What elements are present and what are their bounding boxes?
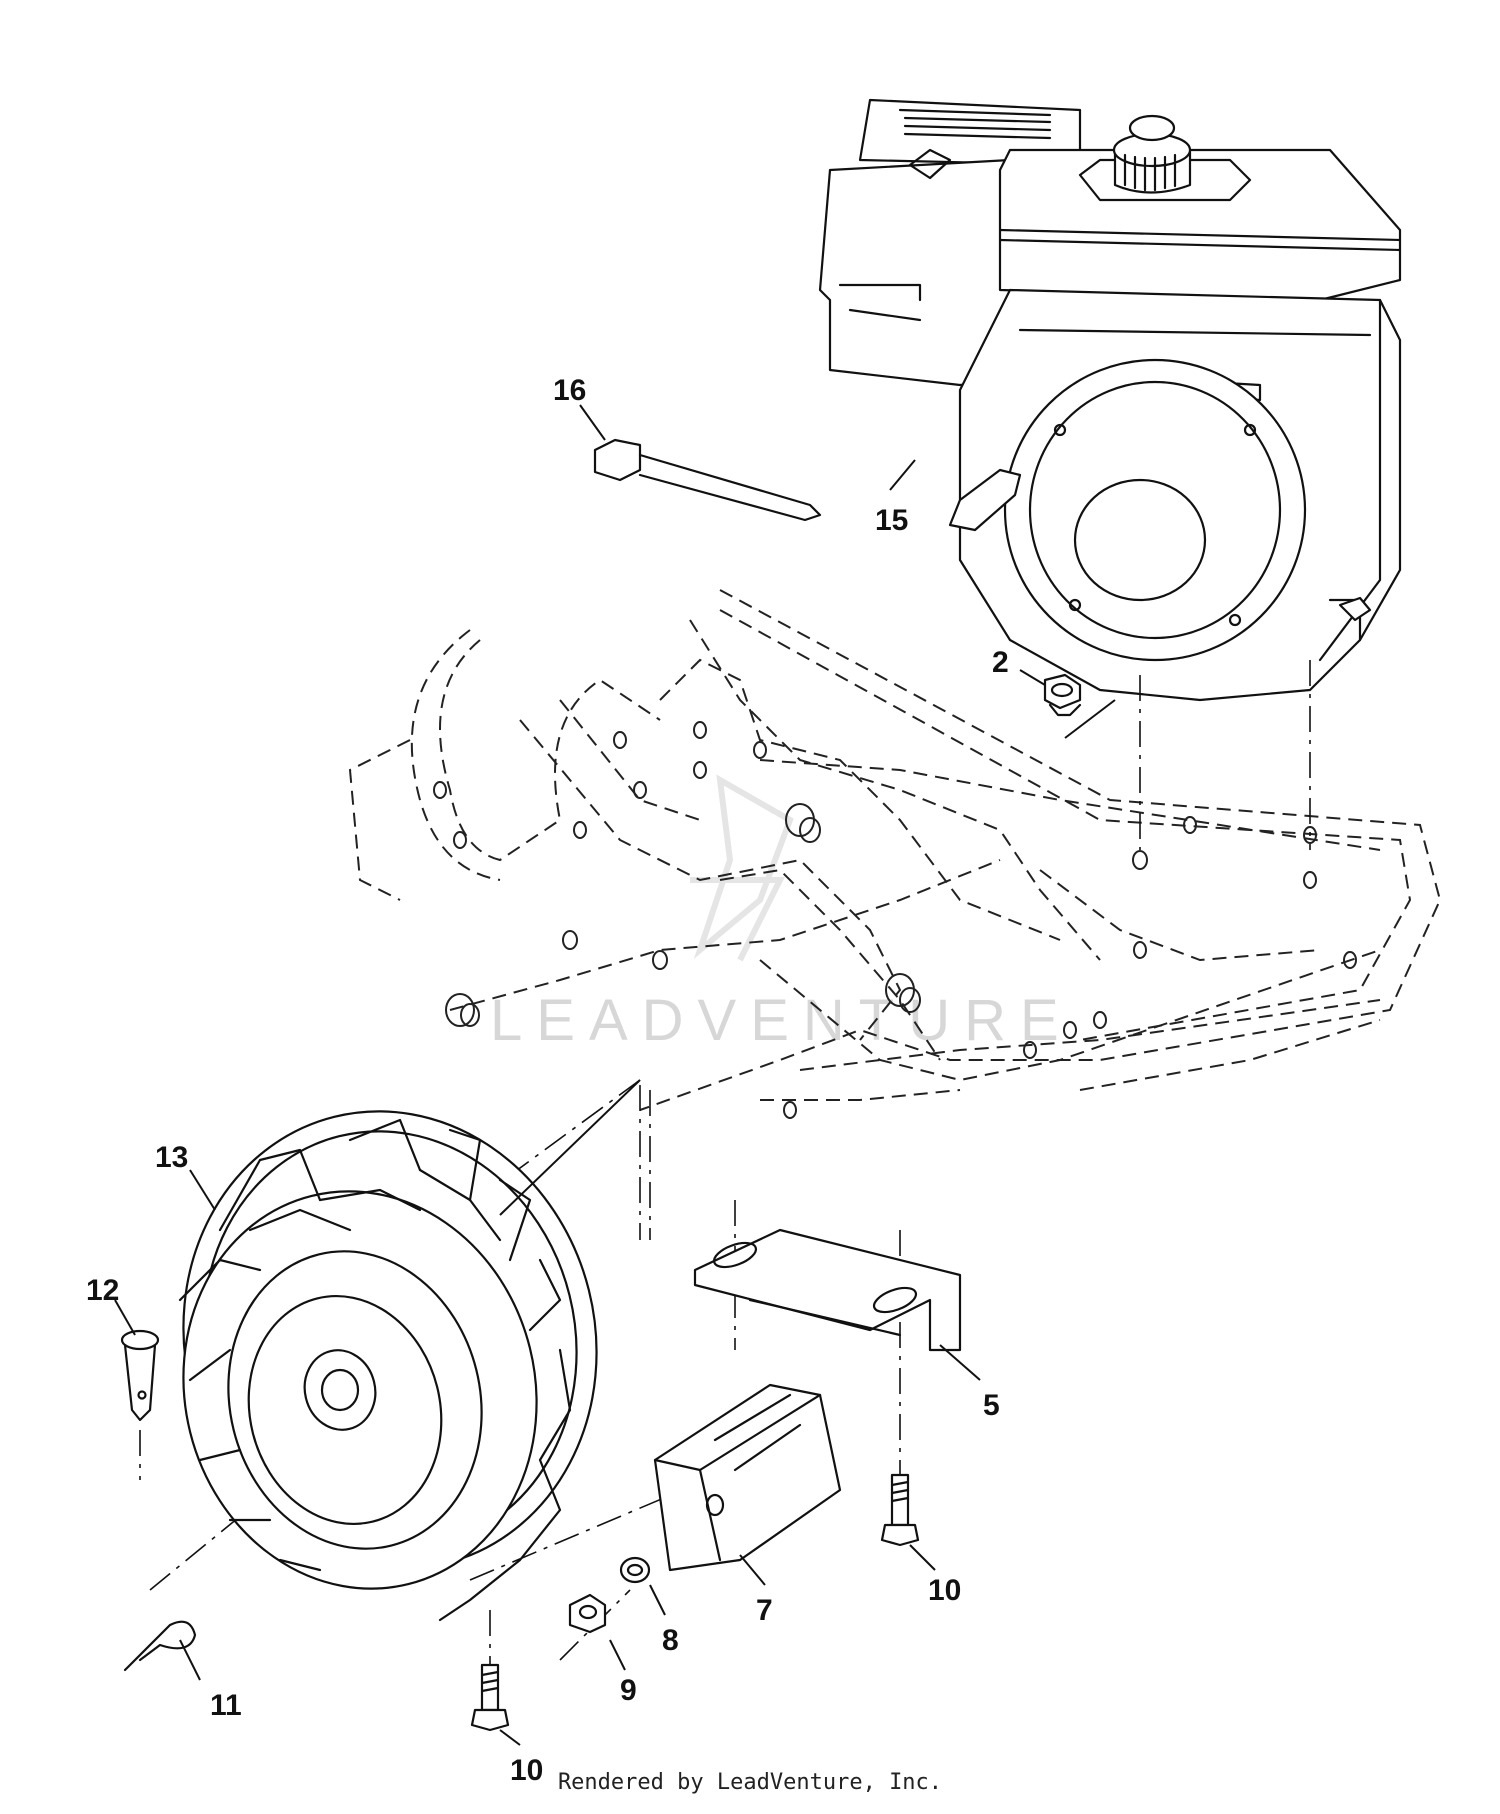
hex-bolt-part-10-left[interactable] bbox=[470, 1663, 510, 1732]
leader-5 bbox=[939, 1344, 981, 1381]
callout-9: 9 bbox=[620, 1674, 637, 1707]
leader-2b bbox=[1064, 699, 1116, 739]
footer-credit: Rendered by LeadVenture, Inc. bbox=[557, 1770, 943, 1795]
callout-2: 2 bbox=[992, 646, 1009, 679]
hairpin-clip-part-11[interactable] bbox=[123, 1620, 197, 1672]
callout-13: 13 bbox=[155, 1141, 188, 1174]
leader-7 bbox=[739, 1554, 766, 1586]
hex-nut-part-9[interactable] bbox=[568, 1593, 607, 1634]
leader-10b bbox=[499, 1729, 521, 1746]
wheel-tire-part-13[interactable] bbox=[135, 1067, 644, 1626]
callout-12: 12 bbox=[86, 1274, 119, 1307]
callout-10-left: 10 bbox=[510, 1754, 543, 1787]
callout-15: 15 bbox=[875, 504, 908, 537]
callout-16: 16 bbox=[553, 374, 586, 407]
cable-tie-part-16[interactable] bbox=[593, 438, 822, 522]
lock-washer-part-8[interactable] bbox=[619, 1556, 651, 1584]
leader-15 bbox=[889, 459, 916, 491]
clevis-pin-part-12[interactable] bbox=[120, 1329, 160, 1422]
flange-nut-part-2[interactable] bbox=[1043, 673, 1082, 717]
tiller-frame-phantom bbox=[348, 589, 1442, 1119]
callout-11: 11 bbox=[210, 1689, 242, 1722]
leader-9 bbox=[609, 1639, 626, 1671]
leader-2 bbox=[1019, 669, 1046, 686]
callout-10-right: 10 bbox=[928, 1574, 961, 1607]
weight-block-part-7[interactable] bbox=[653, 1383, 842, 1572]
callout-7: 7 bbox=[756, 1594, 773, 1627]
callout-8: 8 bbox=[662, 1624, 679, 1657]
leader-13 bbox=[189, 1169, 216, 1211]
watermark-text: LEADVENTURE bbox=[490, 988, 1073, 1053]
leader-13b bbox=[499, 1079, 641, 1216]
leader-11 bbox=[179, 1639, 201, 1681]
leader-10a bbox=[909, 1544, 936, 1571]
leader-8 bbox=[649, 1584, 666, 1616]
bracket-part-5[interactable] bbox=[693, 1228, 962, 1352]
callout-5: 5 bbox=[983, 1389, 1000, 1422]
hex-bolt-part-10-right[interactable] bbox=[880, 1473, 920, 1547]
engine-part-15[interactable] bbox=[818, 98, 1402, 702]
leader-12 bbox=[114, 1299, 136, 1336]
leader-16 bbox=[579, 404, 606, 441]
